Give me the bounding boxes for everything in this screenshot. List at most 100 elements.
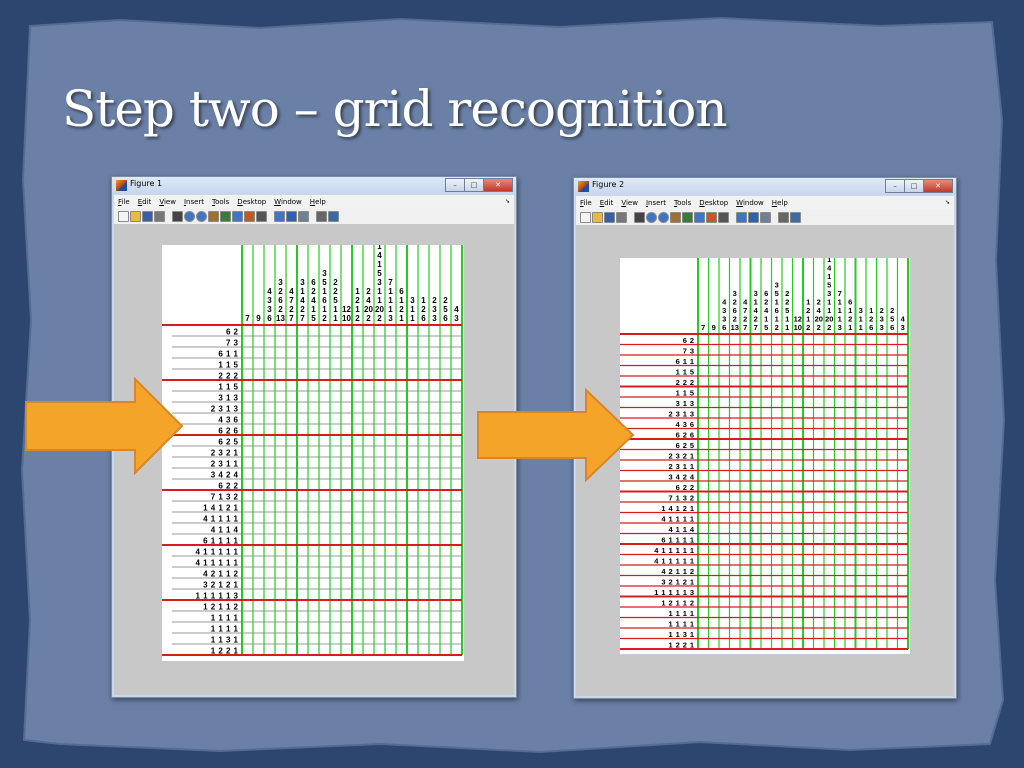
figure-window-1[interactable]: Figure 1 – □ ✕ File Edit View Insert Too…	[111, 176, 517, 698]
figure-window-2[interactable]: Figure 2 – □ ✕ File Edit View Insert Too…	[573, 177, 957, 699]
print-icon[interactable]	[154, 211, 165, 222]
legend-icon[interactable]	[298, 211, 309, 222]
column-clue: 2	[890, 306, 894, 315]
save-icon[interactable]	[604, 212, 615, 223]
row-clue: 1	[218, 526, 223, 535]
menu-file[interactable]: File	[580, 198, 592, 207]
row-clue: 1	[683, 399, 687, 408]
menu-overflow-icon[interactable]: ➘	[944, 199, 950, 206]
row-clue: 3	[661, 578, 665, 587]
column-clue: 5	[333, 296, 338, 305]
row-clue: 1	[218, 515, 223, 524]
brush-icon[interactable]	[706, 212, 717, 223]
column-clue: 7	[300, 314, 305, 323]
window-titlebar[interactable]: Figure 1 – □ ✕	[112, 177, 516, 194]
menu-view[interactable]: View	[159, 197, 176, 206]
column-clue: 13	[731, 323, 739, 332]
row-clue: 1	[234, 350, 239, 359]
row-clue: 2	[226, 427, 231, 436]
data-cursor-icon[interactable]	[694, 212, 705, 223]
row-clue: 1	[234, 504, 239, 513]
menu-view[interactable]: View	[621, 198, 638, 207]
menu-insert[interactable]: Insert	[645, 198, 667, 207]
maximize-button[interactable]: □	[904, 179, 924, 193]
column-clue: 1	[785, 315, 789, 324]
row-clue: 1	[683, 357, 687, 366]
minimize-button[interactable]: –	[445, 178, 465, 192]
column-clue: 4	[743, 298, 748, 307]
rotate-icon[interactable]	[682, 212, 693, 223]
menu-desktop[interactable]: Desktop	[699, 198, 729, 207]
data-cursor-icon[interactable]	[232, 211, 243, 222]
dock-icon[interactable]	[328, 211, 339, 222]
row-clue: 1	[676, 494, 680, 503]
menu-help[interactable]: Help	[309, 197, 326, 206]
pointer-icon[interactable]	[634, 212, 645, 223]
column-clue: 3	[880, 315, 884, 324]
link-icon[interactable]	[274, 211, 285, 222]
column-clue: 2	[355, 314, 360, 323]
column-clue: 1	[399, 296, 404, 305]
menu-overflow-icon[interactable]: ➘	[504, 198, 510, 205]
column-clue: 1	[806, 315, 810, 324]
pointer-icon[interactable]	[172, 211, 183, 222]
row-clue: 1	[683, 368, 687, 377]
menu-window[interactable]: Window	[274, 197, 302, 206]
menu-insert[interactable]: Insert	[183, 197, 205, 206]
column-clue: 2	[880, 306, 884, 315]
row-clue: 4	[211, 504, 216, 513]
row-clue: 4	[196, 548, 201, 557]
menu-file[interactable]: File	[118, 197, 130, 206]
column-clue: 3	[410, 296, 415, 305]
menu-tools[interactable]: Tools	[212, 197, 230, 206]
hide-tools-icon[interactable]	[316, 211, 327, 222]
row-clue: 6	[690, 431, 694, 440]
row-clue: 1	[218, 537, 223, 546]
dropdown-icon[interactable]	[256, 211, 267, 222]
row-clue: 1	[234, 581, 239, 590]
column-clue: 5	[890, 315, 894, 324]
zoom-in-icon[interactable]	[646, 212, 657, 223]
brush-icon[interactable]	[244, 211, 255, 222]
menu-help[interactable]: Help	[771, 198, 788, 207]
column-clue: 4	[300, 296, 305, 305]
close-button[interactable]: ✕	[923, 179, 953, 193]
window-titlebar[interactable]: Figure 2 – □ ✕	[574, 178, 956, 195]
link-icon[interactable]	[736, 212, 747, 223]
minimize-button[interactable]: –	[885, 179, 905, 193]
row-clue: 2	[683, 504, 687, 513]
maximize-button[interactable]: □	[464, 178, 484, 192]
pan-icon[interactable]	[670, 212, 681, 223]
row-clue: 1	[668, 630, 672, 639]
menu-edit[interactable]: Edit	[137, 197, 152, 206]
colorbar-icon[interactable]	[748, 212, 759, 223]
column-clue: 6	[421, 314, 426, 323]
rotate-icon[interactable]	[220, 211, 231, 222]
menu-window[interactable]: Window	[736, 198, 764, 207]
new-file-icon[interactable]	[580, 212, 591, 223]
open-folder-icon[interactable]	[130, 211, 141, 222]
row-clue: 1	[203, 559, 208, 568]
hide-tools-icon[interactable]	[778, 212, 789, 223]
print-icon[interactable]	[616, 212, 627, 223]
row-clue: 1	[211, 614, 216, 623]
dock-icon[interactable]	[790, 212, 801, 223]
column-clue: 6	[764, 289, 768, 298]
pan-icon[interactable]	[208, 211, 219, 222]
dropdown-icon[interactable]	[718, 212, 729, 223]
new-file-icon[interactable]	[118, 211, 129, 222]
colorbar-icon[interactable]	[286, 211, 297, 222]
close-button[interactable]: ✕	[483, 178, 513, 192]
menu-tools[interactable]: Tools	[674, 198, 692, 207]
zoom-out-icon[interactable]	[196, 211, 207, 222]
row-clue: 3	[211, 471, 216, 480]
zoom-in-icon[interactable]	[184, 211, 195, 222]
row-clue: 6	[226, 328, 231, 337]
open-folder-icon[interactable]	[592, 212, 603, 223]
column-clue: 3	[267, 305, 272, 314]
zoom-out-icon[interactable]	[658, 212, 669, 223]
menu-desktop[interactable]: Desktop	[237, 197, 267, 206]
legend-icon[interactable]	[760, 212, 771, 223]
save-icon[interactable]	[142, 211, 153, 222]
menu-edit[interactable]: Edit	[599, 198, 614, 207]
